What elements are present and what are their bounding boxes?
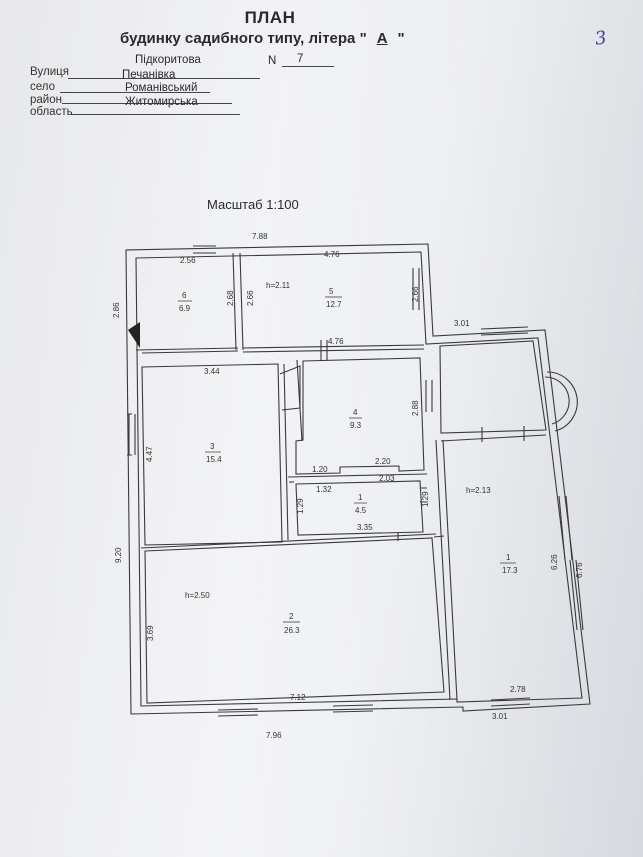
dim-room1s-left: 1.29 [296,498,305,514]
dim-room6-left: 2.86 [112,302,121,318]
room5-number: 5 [329,287,334,296]
dim-room5-left: 2.66 [246,290,255,306]
dim-right-top: 3.01 [454,319,470,328]
number-label: N [268,55,277,67]
dim-corridor-top: 4.76 [328,337,344,346]
region-label: область [30,106,73,118]
outer-wall-inner [135,251,583,707]
subtitle-suffix: " [397,30,405,47]
dim-right-total: 6.76 [575,562,584,578]
dim-room3-top: 3.44 [204,367,220,376]
number-line [282,66,334,67]
dim-room6-right: 2.68 [226,290,235,306]
dim-bottom-inner-right: 2.78 [510,685,526,694]
room2-area: 26.3 [284,626,300,635]
dim-room6-top: 2.56 [180,256,196,265]
room3-number: 3 [210,442,215,451]
dim-room4-right: 2.88 [411,400,420,416]
dim-right-inner: 6.26 [550,554,559,570]
room1-height: h=2.13 [466,486,491,495]
district-label: район [30,94,62,106]
page-title: ПЛАН [244,8,296,27]
door-marker [128,322,140,348]
room1-area: 17.3 [502,566,518,575]
region-value: Житомирська [125,96,198,108]
street-label: Вулиця [30,66,69,78]
dim-left-total: 9.20 [114,547,123,563]
room4-number: 4 [353,408,358,417]
page-subtitle: будинку садибного типу, літера " А " [120,30,405,47]
room5-area: 12.7 [326,300,342,309]
dim-room2-bottom: 7.12 [290,693,306,702]
dim-room2-left: 3.69 [146,625,155,641]
dim-room4-bottom-left: 1.20 [312,465,328,474]
village-line [60,92,210,93]
street-value: Підкоритова [135,54,201,66]
dim-bottom-right: 3.01 [492,712,508,721]
room1-number: 1 [506,553,511,562]
room1s-area: 4.5 [355,506,367,515]
village-value: Печанівка [122,69,176,81]
room1s-number: 1 [358,493,363,502]
dim-room4-inner: 2.03 [379,474,395,483]
outer-wall-outer [125,243,591,715]
room6-number: 6 [182,291,187,300]
subtitle-prefix: будинку садибного типу, літера " [120,30,367,47]
building-letter: А [376,30,388,47]
room5-height: h=2.11 [266,281,291,290]
room6-area: 6.9 [179,304,191,313]
street-line [68,78,260,79]
region-line [70,114,240,115]
room4-area: 9.3 [350,421,362,430]
district-value: Романівський [125,82,198,94]
dim-room5-top: 4.76 [324,250,340,259]
village-label: село [30,81,55,93]
number-value: 7 [297,53,304,65]
dim-room1s-top: 1.32 [316,485,332,494]
room3-area: 15.4 [206,455,222,464]
room2-height: h=2.50 [185,591,210,600]
room2-number: 2 [289,612,294,621]
dim-room5-right: 2.66 [411,286,420,302]
dim-room1s-bottom: 3.35 [357,523,373,532]
dim-bottom-total: 7.96 [266,731,282,740]
dim-room1s-right: 1.29 [421,491,430,507]
dim-room4-bottom-right: 2.20 [375,457,391,466]
dim-room3-left: 4.47 [145,446,154,462]
scale-label: Масштаб 1:100 [207,197,299,212]
district-line [62,103,232,104]
dim-top-total: 7.88 [252,232,268,241]
